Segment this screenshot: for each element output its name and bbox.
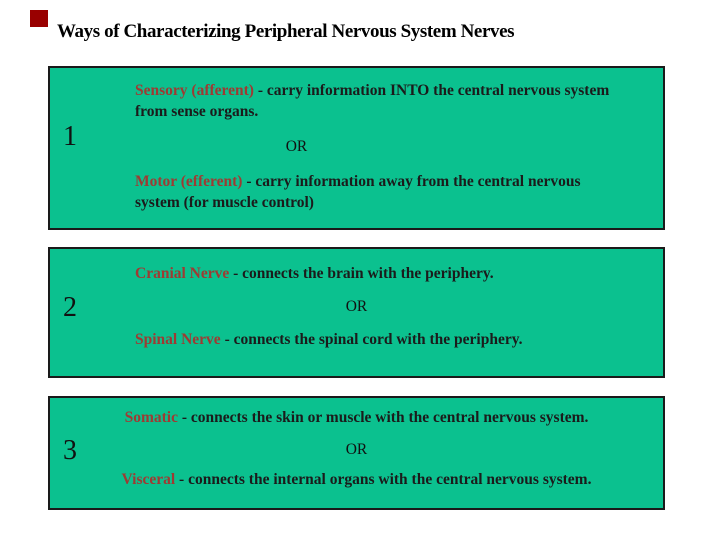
statement-first: Cranial Nerve - connects the brain with … (135, 263, 638, 284)
term-cranial-nerve: Cranial Nerve (135, 265, 230, 282)
classification-box-3: 3 Somatic - connects the skin or muscle … (48, 396, 665, 510)
statement-second: Spinal Nerve - connects the spinal cord … (135, 329, 638, 350)
statement-first: Sensory (afferent) - carry information I… (135, 80, 615, 122)
statement-second-text: - connects the spinal cord with the peri… (220, 331, 523, 348)
statement-first-text: - connects the skin or muscle with the c… (177, 409, 589, 426)
or-separator: OR (345, 441, 368, 458)
classification-box-1: 1 Sensory (afferent) - carry information… (48, 66, 665, 230)
statement-second-text: - connects the internal organs with the … (175, 471, 592, 488)
statement-second: Visceral - connects the internal organs … (80, 469, 633, 490)
statement-second-text: - carry information away from the centra… (135, 173, 581, 211)
box-content: Cranial Nerve - connects the brain with … (50, 249, 663, 376)
box-number: 1 (63, 121, 77, 152)
term-motor-efferent: Motor (efferent) (135, 173, 243, 190)
statement-first: Somatic - connects the skin or muscle wi… (80, 407, 633, 428)
statement-second: Motor (efferent) - carry information awa… (135, 171, 615, 213)
box-content: Sensory (afferent) - carry information I… (50, 68, 663, 228)
classification-box-2: 2 Cranial Nerve - connects the brain wit… (48, 247, 665, 378)
term-somatic: Somatic (124, 409, 178, 426)
or-separator: OR (345, 298, 368, 315)
or-separator: OR (285, 138, 308, 155)
slide-title: Ways of Characterizing Peripheral Nervou… (57, 21, 515, 42)
statement-first-text: - carry information INTO the central ner… (135, 82, 610, 120)
term-sensory-afferent: Sensory (afferent) (135, 82, 254, 99)
box-number: 2 (63, 292, 77, 323)
term-spinal-nerve: Spinal Nerve (135, 331, 221, 348)
statement-first-text: - connects the brain with the periphery. (229, 265, 494, 282)
red-corner-marker (30, 10, 48, 27)
box-number: 3 (63, 435, 77, 466)
term-visceral: Visceral (121, 471, 176, 488)
box-content: Somatic - connects the skin or muscle wi… (50, 398, 663, 508)
